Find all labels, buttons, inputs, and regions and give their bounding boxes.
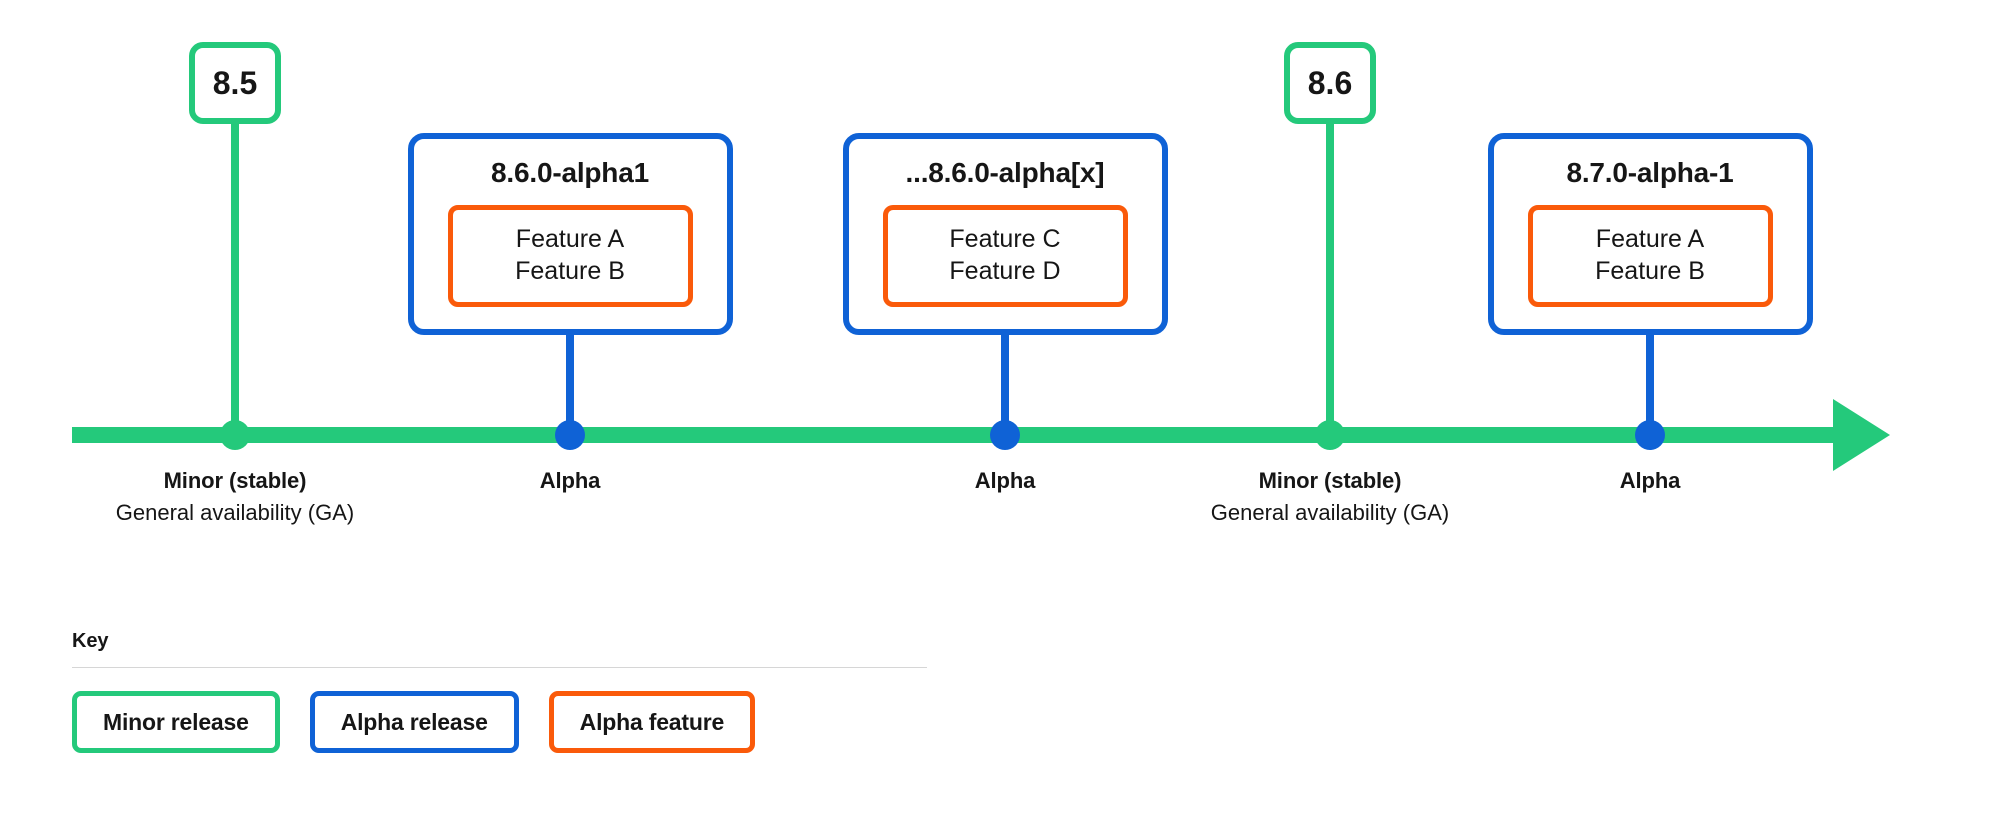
alpha-feature-box[interactable]: Feature A Feature B [447,204,693,307]
milestone-stem [1646,335,1654,435]
legend-items: Minor release Alpha release Alpha feature [72,691,932,753]
alpha-feature-item: Feature C [949,224,1061,253]
milestone-label-main: Alpha [539,468,601,493]
legend-pill-label: Alpha feature [579,708,725,735]
legend-pill-label: Minor release [103,708,249,735]
alpha-feature-box[interactable]: Feature C Feature D [882,204,1128,307]
milestone-stem [231,124,239,435]
milestone-label-sub: General availability (GA) [1210,500,1450,526]
timeline-axis [72,427,1837,443]
legend-divider [72,667,927,668]
alpha-release-card[interactable]: ...8.6.0-alpha[x] Feature C Feature D [842,133,1168,335]
legend-pill-blue[interactable]: Alpha release [309,691,519,753]
milestone-axis-label: Alpha [310,466,830,495]
alpha-release-title: 8.7.0-alpha-1 [1566,157,1734,188]
milestone-axis-label: Alpha [745,466,1265,495]
alpha-release-title: 8.6.0-alpha1 [491,157,649,188]
milestone-label-sub: General availability (GA) [115,500,355,526]
timeline-node-dot[interactable] [220,420,250,450]
version-flag-label: 8.5 [212,64,258,101]
legend: Key Minor release Alpha release Alpha feat… [72,630,932,753]
alpha-feature-item: Feature A [515,224,625,253]
legend-title: Key [72,630,109,652]
legend-pill-orange[interactable]: Alpha feature [548,691,756,753]
milestone-label-main: Alpha [1619,468,1681,493]
timeline-arrow-icon [1833,399,1890,471]
milestone-stem [1326,124,1334,435]
alpha-release-title: ...8.6.0-alpha[x] [905,157,1105,188]
alpha-feature-item: Feature A [1595,224,1705,253]
legend-pill-label: Alpha release [340,708,488,735]
milestone-stem [566,335,574,435]
alpha-feature-box[interactable]: Feature A Feature B [1527,204,1773,307]
alpha-feature-item: Feature D [949,256,1061,285]
milestone-label-main: Alpha [974,468,1036,493]
alpha-feature-item: Feature B [515,256,625,285]
milestone-label-main: Minor (stable) [163,468,307,493]
timeline-node-dot[interactable] [1635,420,1665,450]
milestone-label-main: Minor (stable) [1258,468,1402,493]
legend-pill-green[interactable]: Minor release [72,691,280,753]
milestone-axis-label: Alpha [1390,466,1910,495]
timeline-node-dot[interactable] [990,420,1020,450]
milestone-axis-label: Minor (stable) General availability (GA) [1070,466,1590,528]
milestone-axis-label: Minor (stable) General availability (GA) [0,466,495,528]
alpha-feature-item: Feature B [1595,256,1705,285]
version-flag-8.5[interactable]: 8.5 [189,42,281,124]
milestone-stem [1001,335,1009,435]
timeline-node-dot[interactable] [1315,420,1345,450]
version-flag-8.6[interactable]: 8.6 [1284,42,1376,124]
timeline-node-dot[interactable] [555,420,585,450]
version-flag-label: 8.6 [1307,64,1353,101]
